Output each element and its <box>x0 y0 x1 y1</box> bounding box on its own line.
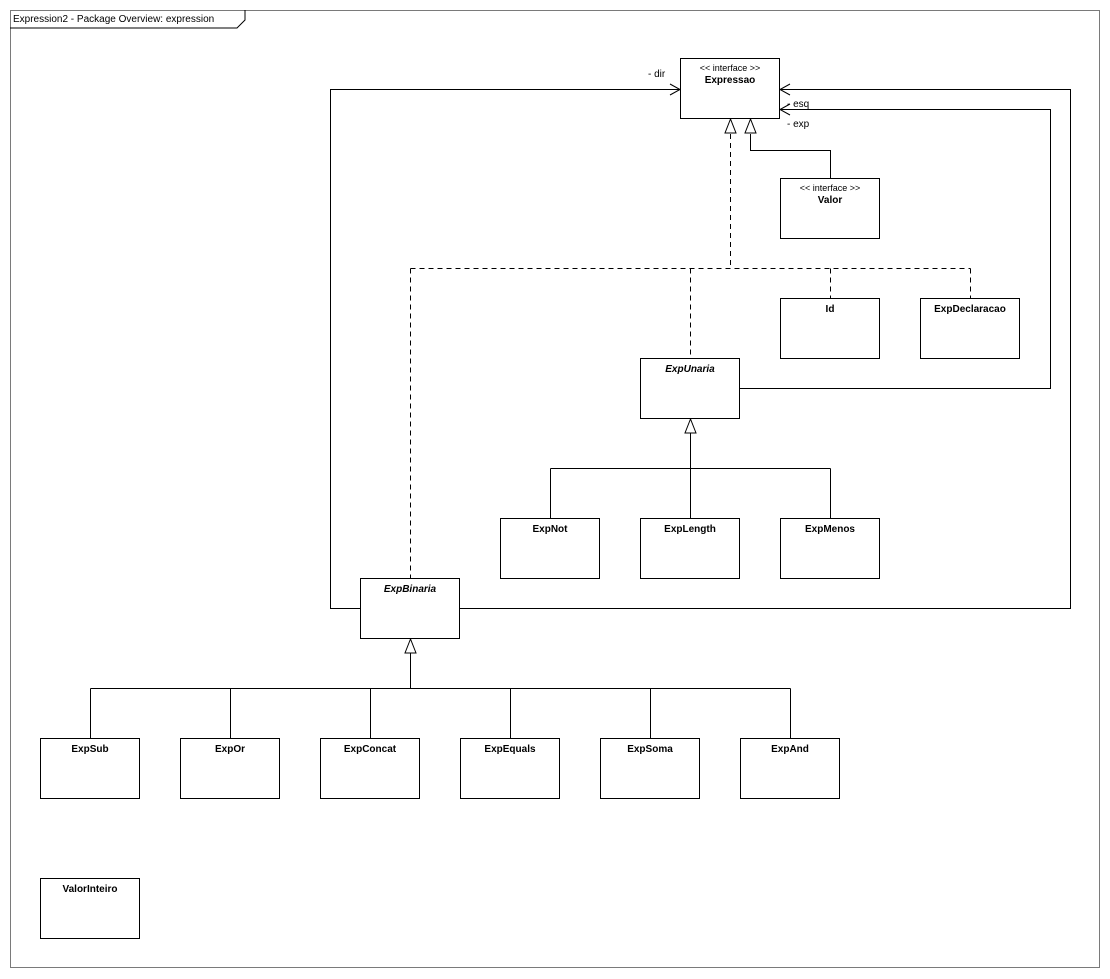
generalization-valor-arrowhead <box>744 117 757 134</box>
class-valorinteiro[interactable]: ValorInteiro <box>40 878 140 939</box>
class-expressao[interactable]: << interface >> Expressao <box>680 58 780 119</box>
class-name: ExpBinaria <box>383 584 437 595</box>
association-esq-arrow <box>778 83 791 96</box>
stereotype-label: << interface >> <box>799 183 861 193</box>
class-name: Id <box>825 304 835 315</box>
role-dir: - dir <box>648 69 666 80</box>
class-expsoma[interactable]: ExpSoma <box>600 738 700 799</box>
class-name: ValorInteiro <box>62 884 118 895</box>
class-expequals[interactable]: ExpEquals <box>460 738 560 799</box>
class-expbinaria[interactable]: ExpBinaria <box>360 578 460 639</box>
stereotype-label: << interface >> <box>699 63 761 73</box>
generalization-binaria-arrowhead <box>404 637 417 654</box>
class-name: ExpAnd <box>771 744 809 755</box>
class-expconcat[interactable]: ExpConcat <box>320 738 420 799</box>
role-exp: - exp <box>787 119 810 130</box>
class-valor[interactable]: << interface >> Valor <box>780 178 880 239</box>
class-expand[interactable]: ExpAnd <box>740 738 840 799</box>
class-name: ExpEquals <box>484 744 536 755</box>
frame-title: Expression2 - Package Overview: expressi… <box>13 14 215 25</box>
class-name: Valor <box>817 195 843 206</box>
class-expunaria[interactable]: ExpUnaria <box>640 358 740 419</box>
class-expnot[interactable]: ExpNot <box>500 518 600 579</box>
generalization-unaria-arrowhead <box>684 417 697 434</box>
generalization-valor <box>750 134 831 178</box>
association-exp-arrow <box>778 103 791 116</box>
class-expor[interactable]: ExpOr <box>180 738 280 799</box>
association-exp <box>740 109 1051 389</box>
association-dir <box>330 89 680 609</box>
class-name: Expressao <box>704 75 756 86</box>
role-esq: - esq <box>787 99 810 110</box>
class-id[interactable]: Id <box>780 298 880 359</box>
class-expsub[interactable]: ExpSub <box>40 738 140 799</box>
class-explength[interactable]: ExpLength <box>640 518 740 579</box>
frame-title-tab <box>10 10 246 29</box>
class-name: ExpMenos <box>804 524 855 535</box>
association-esq <box>460 89 1071 609</box>
class-name: ExpLength <box>664 524 716 535</box>
class-expmenos[interactable]: ExpMenos <box>780 518 880 579</box>
class-name: ExpOr <box>214 744 245 755</box>
class-name: ExpSoma <box>627 744 673 755</box>
class-name: ExpDeclaracao <box>934 304 1006 315</box>
class-expdeclaracao[interactable]: ExpDeclaracao <box>920 298 1020 359</box>
class-name: ExpSub <box>71 744 109 755</box>
realization-arrowhead <box>724 117 737 134</box>
package-frame <box>10 10 1100 968</box>
class-name: ExpNot <box>532 524 568 535</box>
class-name: ExpUnaria <box>665 364 715 375</box>
class-name: ExpConcat <box>343 744 397 755</box>
